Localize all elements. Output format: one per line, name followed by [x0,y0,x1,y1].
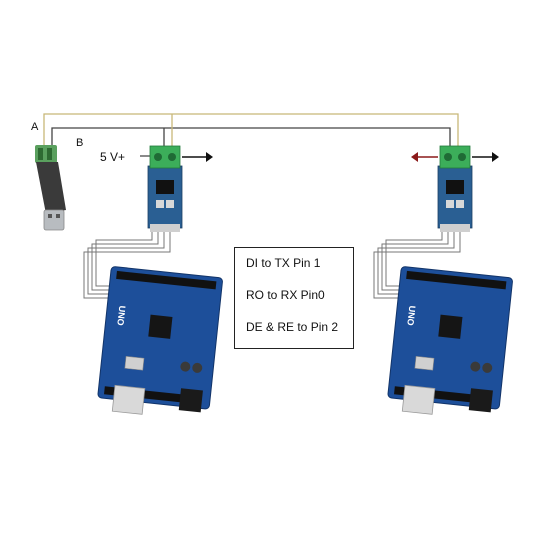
board-silkscreen-label: UNO [115,305,127,326]
note-de-re: DE & RE to Pin 2 [246,320,339,334]
pin-notes-box: DI to TX Pin 1 RO to RX Pin0 DE & RE to … [234,247,354,349]
arrow-right-icon [472,152,499,162]
arduino-uno-board-left: UNO [97,266,223,415]
jumper-wires-right [373,232,461,299]
rs485-module-right [437,145,473,232]
note-ro-rx: RO to RX Pin0 [246,288,325,302]
note-di-tx: DI to TX Pin 1 [246,256,321,270]
arduino-uno-board-right: UNO [387,266,513,415]
power-label: 5 V+ [100,150,126,164]
wire-label-a: A [31,121,39,133]
arrow-left-icon [411,152,438,162]
arrow-right-icon [182,152,213,162]
usb-rs485-dongle [35,145,66,231]
wire-label-b: B [76,137,84,149]
rs485-module-left [147,145,183,232]
board-silkscreen-label: UNO [405,305,417,326]
jumper-wires-left [83,232,171,299]
